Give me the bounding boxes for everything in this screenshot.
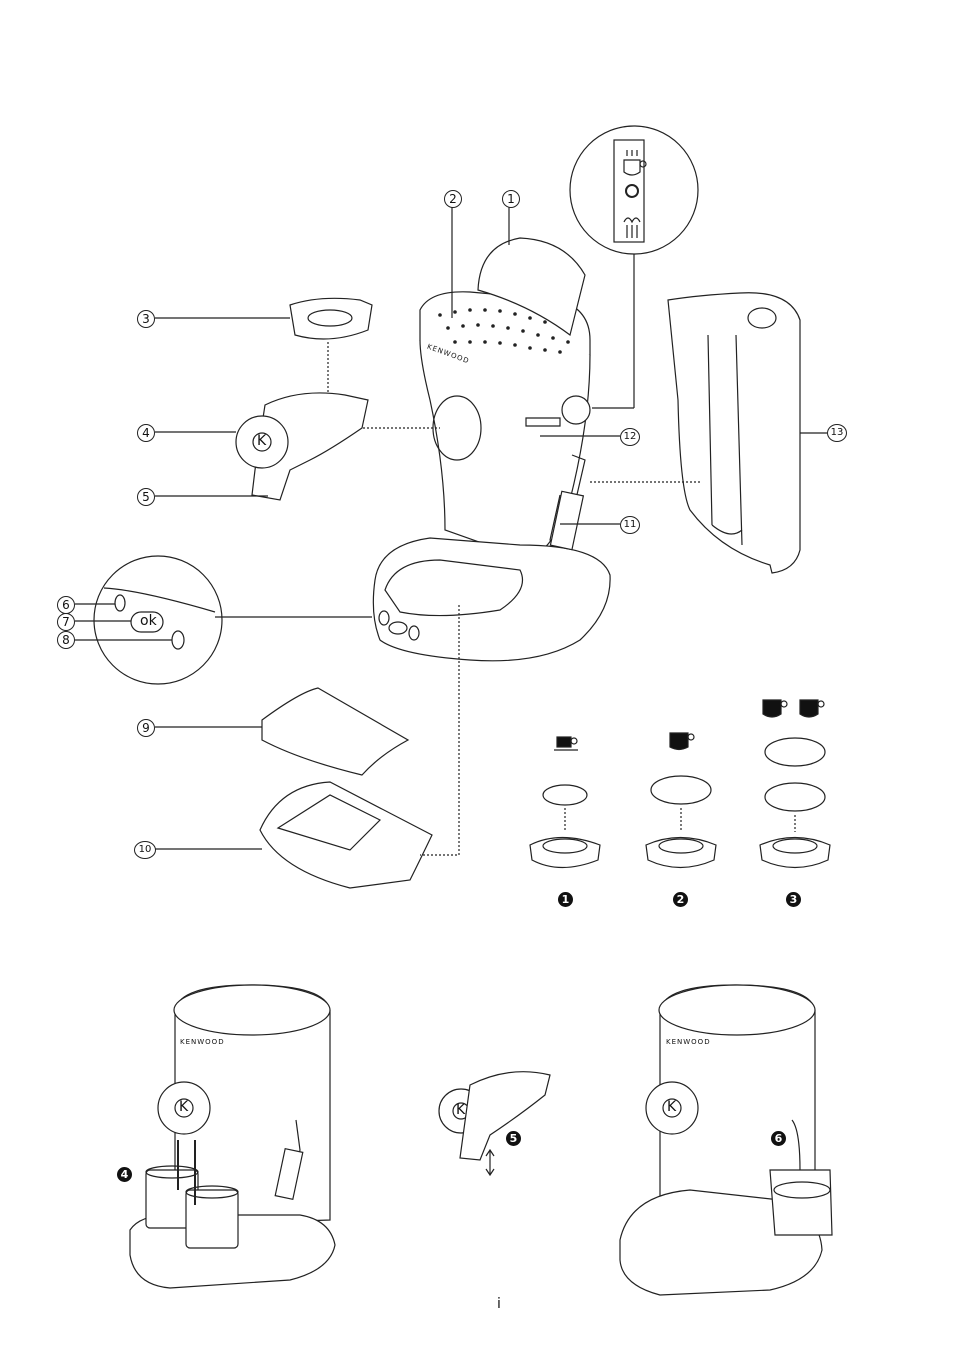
step-label-6: 6 bbox=[771, 1131, 786, 1146]
machine-frothing bbox=[619, 984, 833, 1296]
steam-icon bbox=[623, 217, 641, 238]
drip-grid bbox=[261, 687, 410, 776]
part-label-6: 6 bbox=[57, 596, 75, 614]
pod-config-2 bbox=[645, 775, 717, 869]
part-label-5: 5 bbox=[137, 488, 155, 506]
mug-icon-right bbox=[799, 699, 825, 718]
part-label-3: 3 bbox=[137, 310, 155, 328]
step-label-4: 4 bbox=[117, 1167, 132, 1182]
filter-holder-release bbox=[438, 1071, 551, 1177]
step-label-5: 5 bbox=[506, 1131, 521, 1146]
pod-config-3 bbox=[759, 737, 831, 869]
leader-lines bbox=[75, 206, 700, 850]
drip-tray bbox=[259, 605, 460, 889]
hot-cup-icon bbox=[623, 150, 647, 176]
mug-icon-left bbox=[762, 699, 788, 718]
pod-config-1 bbox=[529, 784, 601, 869]
page-number: i bbox=[497, 1296, 501, 1312]
top-tray-holes bbox=[438, 308, 570, 354]
brand-label-2: KENWOOD bbox=[180, 1038, 225, 1046]
mug-icon bbox=[669, 732, 695, 751]
filter-holder bbox=[235, 297, 373, 501]
zoom-circle-controls bbox=[569, 125, 699, 409]
step-label-2: 2 bbox=[673, 892, 688, 907]
part-label-1: 1 bbox=[502, 190, 520, 208]
small-cup-icon bbox=[554, 736, 578, 751]
k-logo-icon: K bbox=[257, 433, 267, 449]
machine-brewing bbox=[129, 984, 336, 1289]
part-label-13: 13 bbox=[827, 424, 847, 442]
part-label-10: 10 bbox=[134, 841, 156, 859]
k-logo-icon-4: K bbox=[667, 1099, 677, 1115]
zoom-circle-buttons bbox=[93, 555, 372, 685]
k-logo-icon-2: K bbox=[179, 1099, 189, 1115]
part-label-11: 11 bbox=[620, 516, 640, 534]
part-label-8: 8 bbox=[57, 631, 75, 649]
part-label-9: 9 bbox=[137, 719, 155, 737]
machine-body bbox=[372, 237, 611, 662]
part-label-2: 2 bbox=[444, 190, 462, 208]
ok-button-label: ok bbox=[140, 613, 157, 629]
part-label-12: 12 bbox=[620, 428, 640, 446]
standby-circle-icon bbox=[625, 184, 639, 198]
step-label-3: 3 bbox=[786, 892, 801, 907]
part-label-4: 4 bbox=[137, 424, 155, 442]
part-label-7: 7 bbox=[57, 613, 75, 631]
k-logo-icon-3: K bbox=[456, 1102, 466, 1118]
water-tank bbox=[667, 292, 827, 574]
step-label-1: 1 bbox=[558, 892, 573, 907]
brand-label-3: KENWOOD bbox=[666, 1038, 711, 1046]
